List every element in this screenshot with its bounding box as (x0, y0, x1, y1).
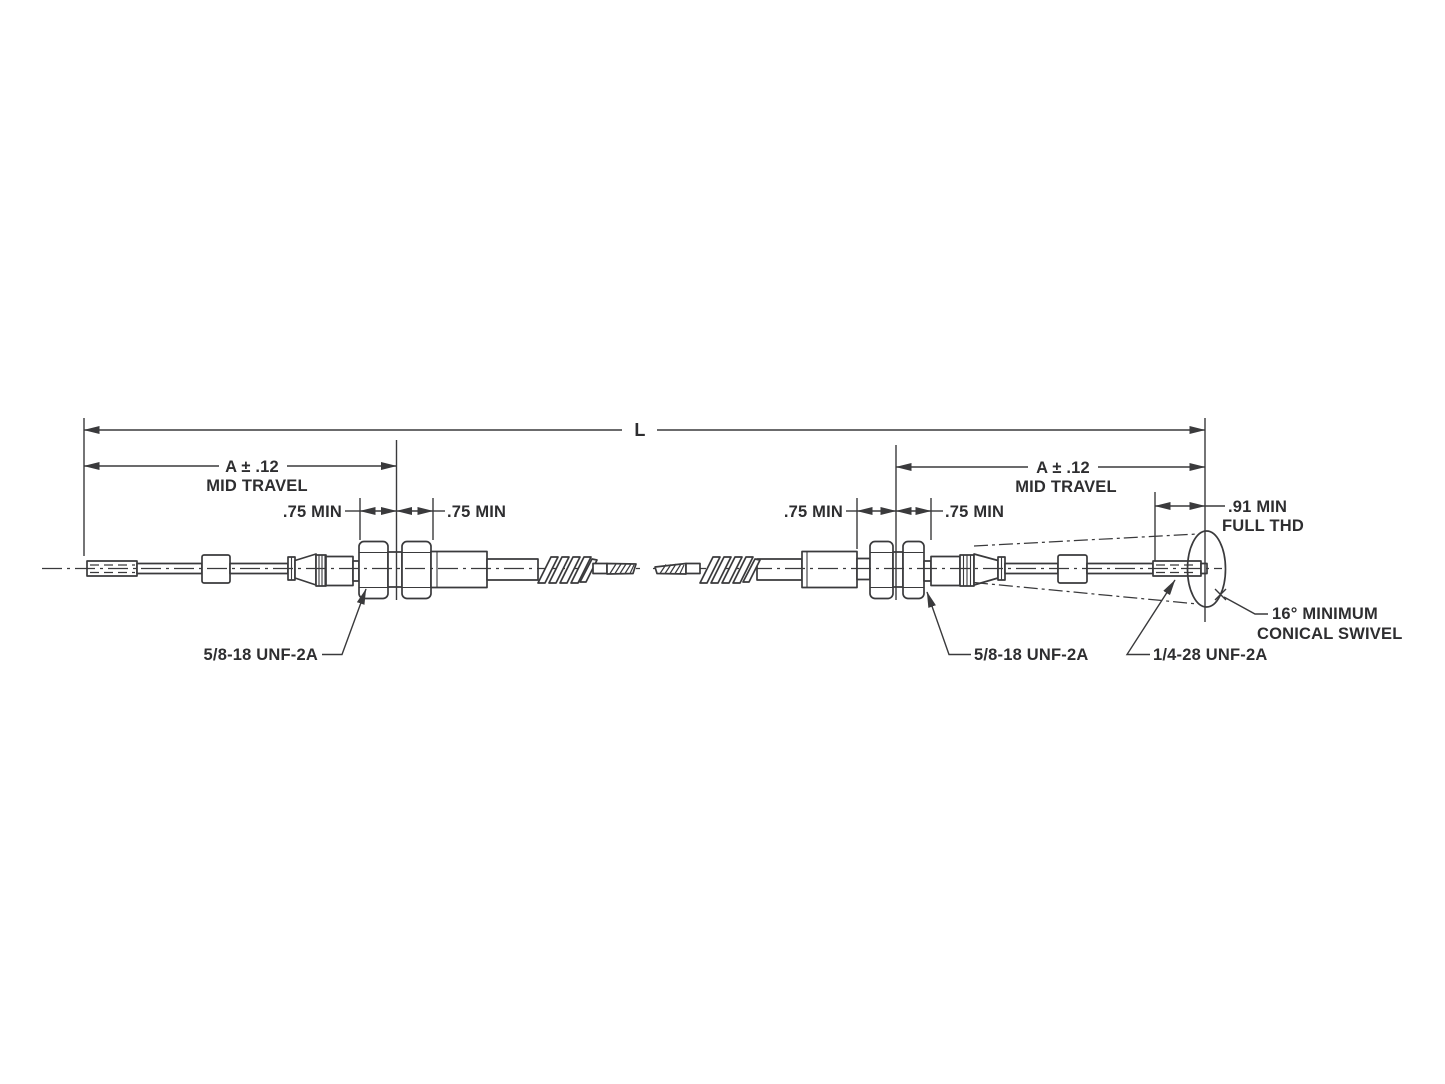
right-collar-cylinder (930, 555, 961, 587)
left-thread-stem (387, 551, 403, 588)
label-left-bulkhead-thread: 5/8-18 UNF-2A (204, 646, 318, 664)
right-armor-spiral (699, 556, 761, 584)
label-rod-end-thread: 1/4-28 UNF-2A (1153, 646, 1267, 664)
label-swivel-sub: CONICAL SWIVEL (1257, 625, 1403, 643)
left-hex-nut-2-flats (402, 551, 431, 589)
right-hex-nut-2-flats (903, 551, 924, 589)
label-right-travel-sub: MID TRAVEL (1015, 478, 1117, 496)
extension-lines (83, 418, 1206, 622)
leader-lines (322, 579, 1268, 656)
right-body-cylinder (801, 550, 858, 589)
left-cable-end-fitting (86, 553, 360, 587)
label-right-thread-right: .75 MIN (945, 503, 1004, 521)
right-hex-nut-2 (902, 540, 925, 600)
left-armor-spiral (537, 556, 598, 584)
leader-rod-end-thread (1125, 579, 1176, 656)
label-left-travel: A ± .12 (225, 458, 279, 476)
right-ribs-lines (962, 555, 972, 586)
left-bulkhead-fitting (358, 540, 488, 600)
left-taper-cone (294, 553, 317, 586)
left-hex-nut-1 (358, 540, 389, 600)
right-rod-end (930, 553, 1208, 587)
right-thread-stem (892, 551, 904, 588)
swivel-cone-phantom-bottom (973, 581, 1199, 605)
left-core-rod (592, 562, 608, 575)
left-hex-nut-1-flats (359, 551, 388, 589)
label-left-thread-left: .75 MIN (283, 503, 342, 521)
swivel-cone-phantom-top (973, 533, 1199, 547)
right-neck-2 (923, 560, 932, 582)
left-body-cylinder (430, 550, 488, 589)
label-swivel: 16° MINIMUM (1272, 605, 1378, 623)
label-full-thd: .91 MIN (1228, 498, 1287, 516)
label-left-travel-sub: MID TRAVEL (206, 477, 308, 495)
leader-left-bulkhead-thread (322, 588, 367, 656)
right-conduit (756, 558, 803, 581)
label-right-thread-left: .75 MIN (784, 503, 843, 521)
left-conduit (486, 558, 539, 581)
right-bulkhead-fitting (756, 540, 932, 600)
left-neck (352, 560, 360, 582)
right-hex-nut-1-flats (870, 551, 893, 589)
label-full-thd-sub: FULL THD (1222, 517, 1304, 535)
label-right-bulkhead-thread: 5/8-18 UNF-2A (974, 646, 1088, 664)
right-taper-cone (973, 553, 999, 586)
left-collar-cylinder (325, 555, 354, 587)
left-cable-break-end (606, 562, 637, 575)
leader-right-bulkhead-thread (926, 591, 971, 656)
conical-swivel-x-mark (1214, 588, 1227, 601)
label-right-travel: A ± .12 (1036, 459, 1090, 477)
label-left-thread-right: .75 MIN (447, 503, 506, 521)
leader-conical-swivel (1223, 596, 1268, 615)
left-hex-nut-2 (401, 540, 432, 600)
conical-swivel-ellipse (1186, 530, 1227, 608)
right-hex-nut-1 (869, 540, 894, 600)
right-core-rod (685, 562, 701, 575)
label-overall-length: L (634, 420, 645, 440)
left-ribs-lines (318, 555, 326, 586)
dimension-lines (83, 426, 1225, 515)
right-cable-break-end (654, 562, 687, 575)
